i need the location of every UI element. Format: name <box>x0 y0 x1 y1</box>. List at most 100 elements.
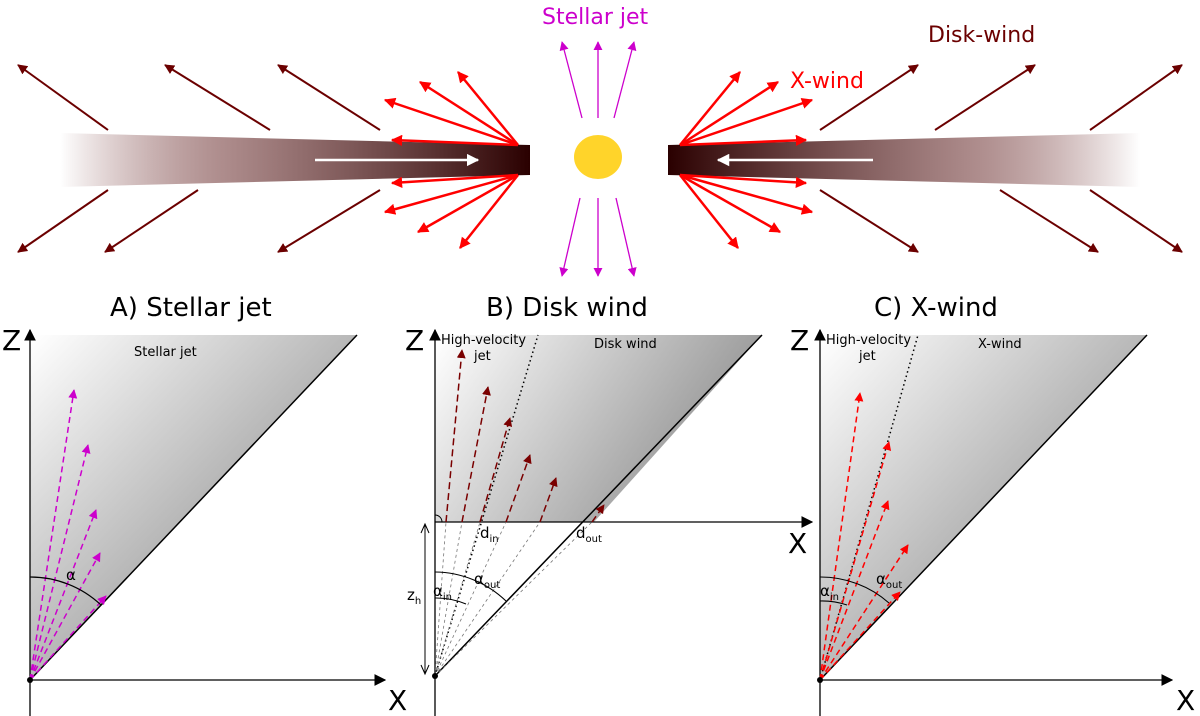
stellar-jet-arrow <box>559 41 583 119</box>
virtual-source-line <box>434 521 541 677</box>
x-wind-arrow <box>390 134 519 147</box>
d-in-label: din <box>480 524 499 545</box>
x-wind-arrow <box>679 134 808 147</box>
hv-jet-label-line1: High-velocity <box>826 333 911 348</box>
z-axis-label: Z <box>405 324 424 357</box>
virtual-source-line <box>434 521 507 677</box>
alpha-in-arc <box>819 600 848 606</box>
x-wind-arrow <box>419 80 519 147</box>
x-wind-arrow <box>383 173 519 215</box>
stellar-jet-arrows <box>559 41 637 277</box>
x-axis-label: X <box>788 527 807 560</box>
hv-jet-label-line1: High-velocity <box>441 333 526 348</box>
x-wind-arrow <box>679 71 741 146</box>
jet-boundary-dotted <box>819 334 919 681</box>
jet-streamline <box>29 595 107 681</box>
z-h-arrowhead-bottom <box>420 664 430 676</box>
left-accretion-disk <box>60 133 530 187</box>
hv-jet-label-line2: jet <box>473 349 491 364</box>
x-wind-arrow <box>459 174 519 249</box>
stellar-jet-arrow <box>615 197 637 277</box>
x-wind-arrow <box>417 173 519 234</box>
origin-marker <box>817 677 823 683</box>
x-wind-arrow <box>390 173 519 188</box>
region-label: Stellar jet <box>134 345 197 360</box>
top-schematic: Stellar jet X-wind Disk-wind <box>17 5 1183 277</box>
origin-marker <box>432 673 438 679</box>
stellar-jet-arrow <box>559 197 581 277</box>
disk-wind-arrows <box>17 64 1183 253</box>
alpha-in-label: αin <box>820 582 839 603</box>
virtual-source-line <box>434 521 481 677</box>
right-accretion-disk <box>668 133 1140 187</box>
origin-angle-mark <box>434 514 443 523</box>
panel-b-disk-wind: B) Disk wind Z X High-velocity jet Disk … <box>405 293 814 716</box>
virtual-source-line <box>434 521 447 677</box>
wind-streamline <box>819 500 890 681</box>
alpha-in-label: αin <box>433 582 452 603</box>
outflow-cone <box>435 335 762 522</box>
z-axis-label: Z <box>2 324 21 357</box>
x-wind-arrow <box>679 174 739 249</box>
disk-wind-arrow <box>277 189 381 253</box>
x-wind-label: X-wind <box>790 69 864 94</box>
wind-streamline <box>505 454 532 523</box>
panel-c-title: C) X-wind <box>874 293 998 323</box>
jet-streamline <box>29 552 101 681</box>
panel-a-stellar-jet: A) Stellar jet Z X Stellar jet α <box>2 293 407 716</box>
z-h-arrowhead-top <box>420 522 430 534</box>
disk-wind-arrow <box>17 189 109 253</box>
jet-streamline <box>29 444 91 681</box>
jet-streamline <box>29 509 98 681</box>
x-wind-arrows <box>383 71 814 249</box>
disk-wind-arrow <box>164 64 271 131</box>
z-h-label: zh <box>407 586 421 607</box>
virtual-source-line <box>434 521 593 677</box>
x-wind-arrow <box>679 173 814 215</box>
cone-edge <box>29 334 358 681</box>
x-wind-arrow <box>679 173 781 234</box>
jet-streamlines <box>29 389 107 681</box>
jet-streamline <box>29 389 78 681</box>
x-axis-label: X <box>1176 684 1195 716</box>
hv-jet-label-line2: jet <box>858 349 876 364</box>
wind-streamline <box>461 386 491 523</box>
panel-b-title: B) Disk wind <box>486 293 648 323</box>
wind-streamline <box>539 477 558 523</box>
region-label: Disk wind <box>594 337 657 352</box>
stellar-jet-label: Stellar jet <box>542 5 649 30</box>
alpha-out-label: αout <box>474 570 500 591</box>
disk-wind-arrow <box>277 64 381 131</box>
disk-wind-arrow <box>104 189 199 253</box>
wind-streamline <box>591 504 605 523</box>
disk-wind-arrow <box>17 64 109 131</box>
disk-wind-label: Disk-wind <box>928 23 1035 48</box>
panel-a-title: A) Stellar jet <box>110 293 272 323</box>
x-wind-arrow <box>679 97 814 147</box>
wind-streamlines <box>819 392 909 681</box>
alpha-out-arc <box>819 576 890 604</box>
wind-streamline <box>819 544 909 681</box>
angle-arc <box>29 576 102 606</box>
wind-streamline <box>819 441 892 681</box>
alpha-out-label: αout <box>876 570 902 591</box>
wind-streamline <box>819 392 864 681</box>
star <box>574 135 622 179</box>
z-axis-label: Z <box>790 324 809 357</box>
d-out-label: dout <box>576 524 602 545</box>
x-wind-arrow <box>679 173 808 188</box>
disk-wind-arrow <box>1089 189 1183 253</box>
stellar-jet-arrow <box>613 41 637 119</box>
x-wind-arrow <box>679 80 779 147</box>
panel-c-x-wind: C) X-wind Z X High-velocity jet X-wind α… <box>790 293 1195 716</box>
disk-wind-arrow <box>819 64 919 131</box>
origin-marker <box>27 677 33 683</box>
disk-wind-arrow <box>934 64 1036 131</box>
alpha-label: α <box>66 566 76 584</box>
alpha-in-arc <box>434 597 467 605</box>
alpha-out-arc <box>434 571 507 602</box>
wind-streamline <box>479 417 513 523</box>
virtual-source-lines <box>434 521 593 677</box>
cone-edge <box>819 334 1148 681</box>
